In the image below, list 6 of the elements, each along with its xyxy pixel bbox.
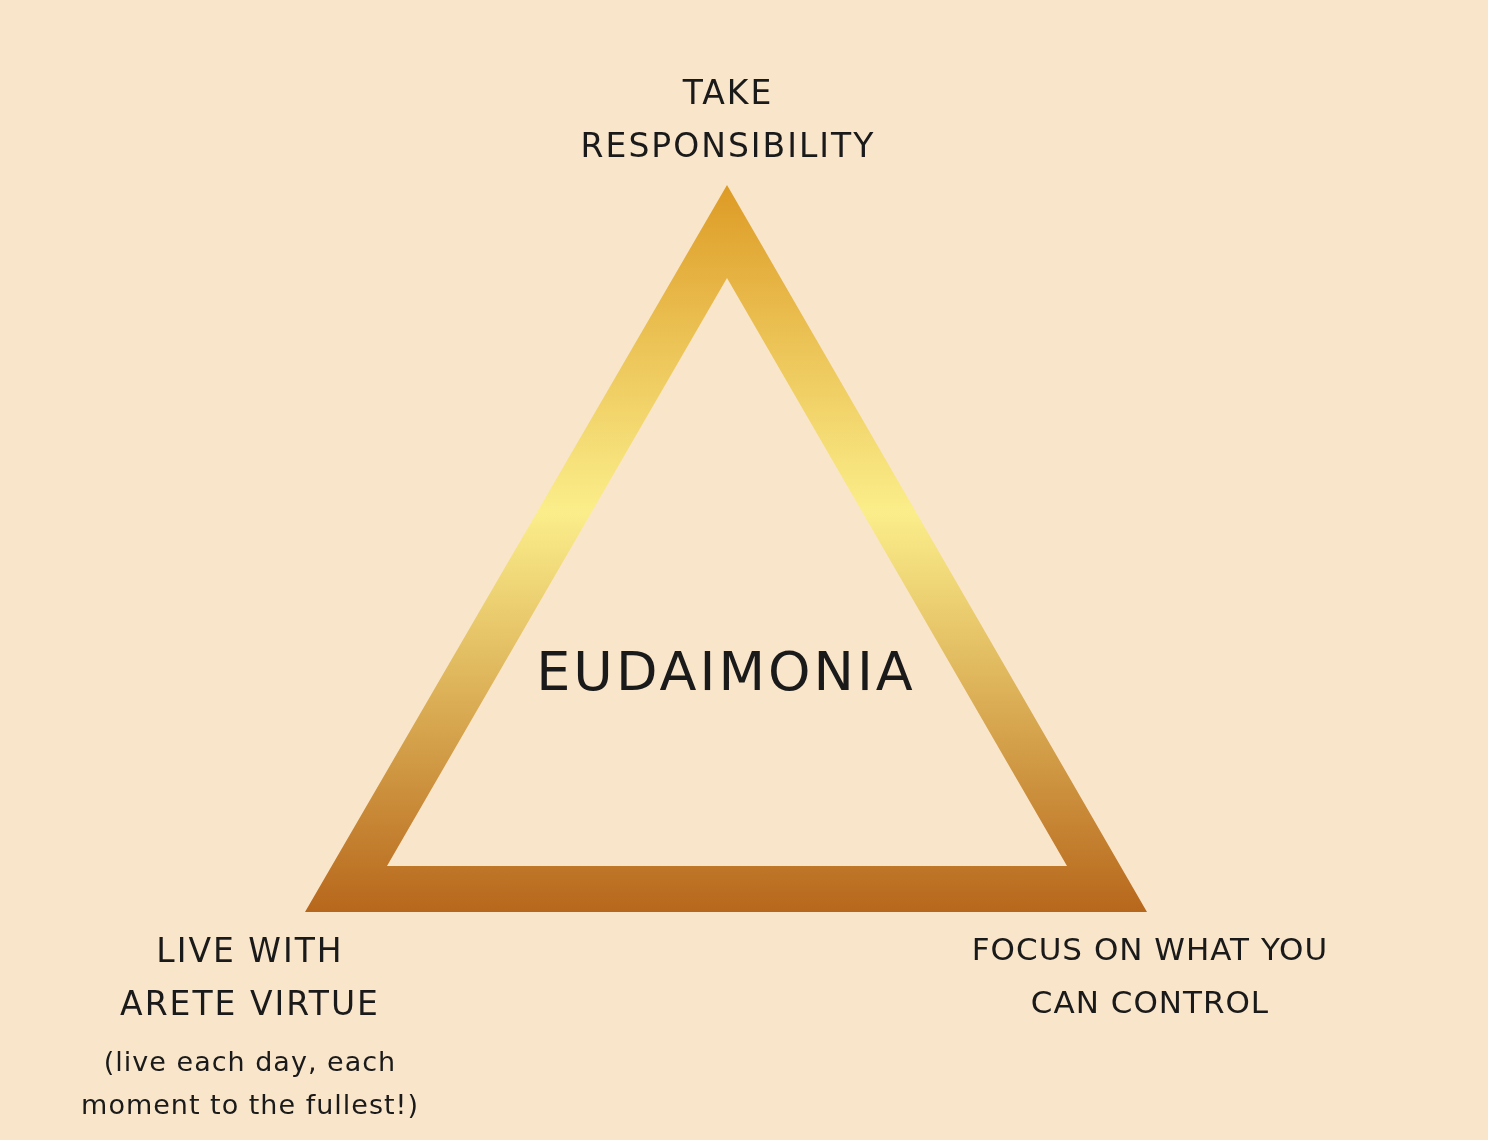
center-label: EUDAIMONIA <box>535 640 917 703</box>
vertex-label: LIVE WITH ARETE VIRTUE <box>119 930 381 1025</box>
triangle-outline <box>305 185 1147 912</box>
vertex-label: TAKE RESPONSIBILITY <box>579 72 877 167</box>
vertex-label: FOCUS ON WHAT YOU CAN CONTROL <box>970 930 1330 1022</box>
note-text: (live each day, each moment to the fullest!) <box>80 1045 420 1122</box>
